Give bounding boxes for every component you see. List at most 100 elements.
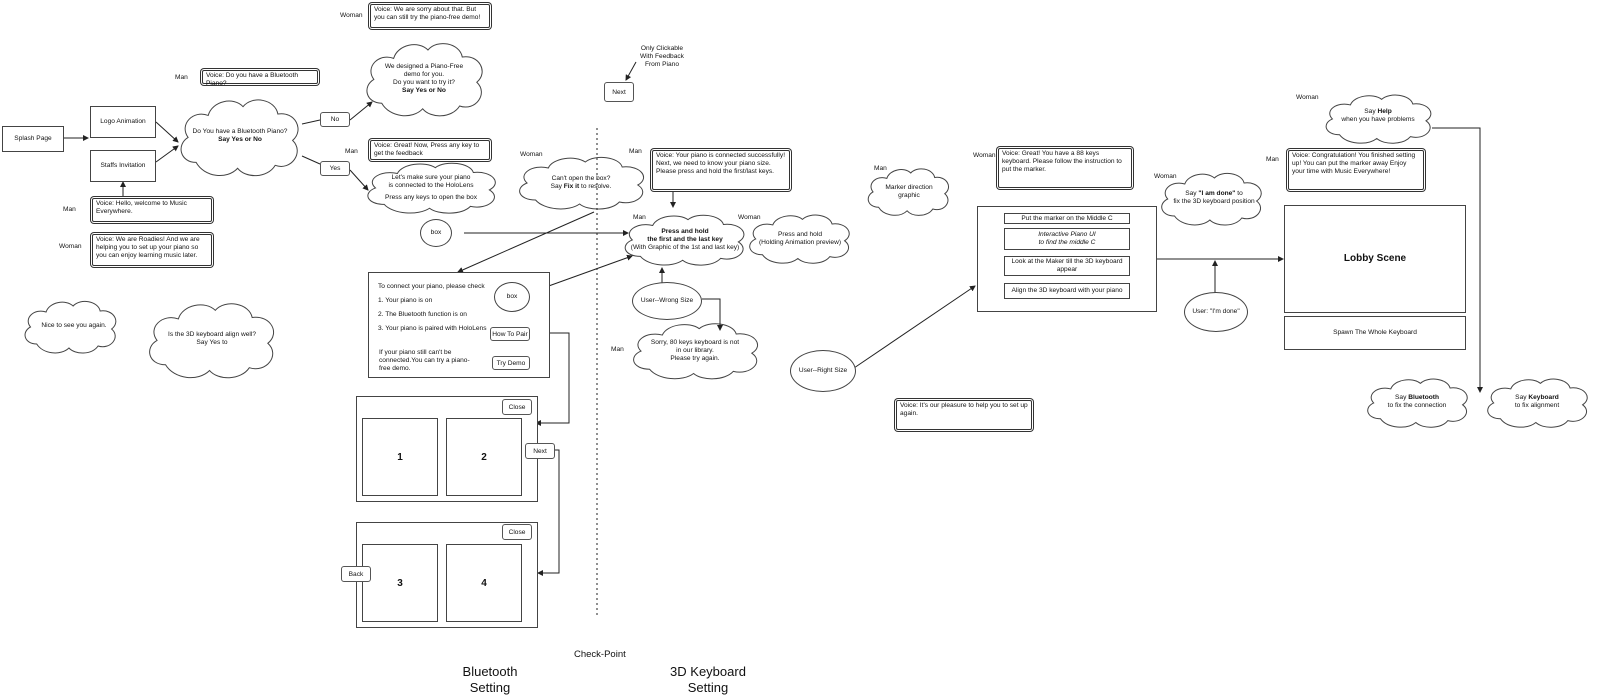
kb-setting-line: 3D Keyboard <box>670 664 746 679</box>
bt-question-line: Do You have a Bluetooth Piano? <box>192 128 288 135</box>
say-done-pre: Say <box>1185 190 1199 197</box>
voice-great-press: Voice: Great! Now, Press any key to get … <box>370 140 490 160</box>
speaker-man: Man <box>345 148 358 155</box>
speaker-man: Man <box>874 165 887 172</box>
step-interactive-line: Interactive Piano UI <box>1038 231 1096 238</box>
voice-hello: Voice: Hello, welcome to Music Everywher… <box>92 198 212 222</box>
speaker-man: Man <box>63 206 76 213</box>
voice-88-keys: Voice: Great! You have a 88 keys keyboar… <box>998 148 1132 188</box>
voice-connected: Voice: Your piano is connected successfu… <box>652 150 790 190</box>
piano-free-line: We designed a Piano-Free <box>384 63 464 70</box>
pair-step-tile: 1 <box>362 418 438 496</box>
speaker-woman: Woman <box>59 243 82 250</box>
close-button[interactable]: Close <box>502 524 532 540</box>
box-node-2: box <box>494 282 530 312</box>
marker-dir-line: graphic <box>898 192 920 199</box>
bt-fix-line: to fix the connection <box>1387 402 1447 409</box>
speaker-man: Man <box>629 148 642 155</box>
step-look-marker: Look at the Maker till the 3D keyboard a… <box>1004 256 1130 276</box>
speaker-man: Man <box>633 214 646 221</box>
make-sure-line: Let's make sure your piano <box>391 174 471 181</box>
press-hold-sub: (With Graphic of the 1st and last key) <box>630 244 740 251</box>
voice-congrats: Voice: Congratulation! You finished sett… <box>1288 150 1424 190</box>
kb-fix-line: to fix alignment <box>1514 402 1560 409</box>
splash-page-node: Splash Page <box>2 126 64 152</box>
kb-fix-bold: Keyboard <box>1528 394 1559 401</box>
wrong-size-node: User--Wrong Size <box>632 282 702 320</box>
spawn-keyboard-node: Spawn The Whole Keyboard <box>1284 316 1466 350</box>
next-top-node: Next <box>604 82 634 102</box>
speaker-man: Man <box>611 346 624 353</box>
only-clickable-line: Only Clickable <box>640 45 684 52</box>
pair-step-tile: 4 <box>446 544 522 622</box>
cant-open-text: Can't open the box?Say Fix it to resolve… <box>522 168 640 198</box>
speaker-man: Man <box>1266 156 1279 163</box>
how-to-pair-button[interactable]: How To Pair <box>490 327 530 341</box>
make-sure-line: is connected to the HoloLens <box>388 182 474 189</box>
pair-step-tile: 3 <box>362 544 438 622</box>
sorry80-line: Please try again. <box>670 355 720 362</box>
step-middle-c: Put the marker on the Middle C <box>1004 213 1130 224</box>
no-node: No <box>320 112 350 127</box>
sorry80-line: in our library. <box>676 347 714 354</box>
say-fix-pre: Say <box>550 183 564 190</box>
connect-panel-item: 3. Your piano is paired with HoloLens <box>378 325 487 332</box>
align-text: Is the 3D keyboard align well?Say Yes to <box>156 326 268 352</box>
speaker-woman: Woman <box>1154 173 1177 180</box>
connect-panel-item: 2. The Bluetooth function is on <box>378 311 467 318</box>
marker-dir-line: Marker direction <box>885 184 933 191</box>
bt-question-bold: Say Yes or No <box>218 136 262 143</box>
say-done-bold: "I am done" <box>1198 190 1236 197</box>
say-done-line: fix the 3D keyboard position <box>1173 198 1255 205</box>
staffs-invitation-node: Staffs Invitation <box>90 150 156 182</box>
speaker-woman: Woman <box>520 151 543 158</box>
hold-anim-line: (Holding Animation preview) <box>758 239 842 246</box>
fix-it-bold: Fix it <box>563 183 580 190</box>
right-size-node: User--Right Size <box>790 350 856 392</box>
step-align: Align the 3D keyboard with your piano <box>1004 283 1130 299</box>
bt-question-text: Do You have a Bluetooth Piano?Say Yes or… <box>188 116 292 156</box>
checkpoint-label: Check-Point <box>574 649 626 660</box>
align-line: Say Yes to <box>196 339 228 346</box>
help-pre: Say <box>1364 108 1378 115</box>
help-bold: Help <box>1377 108 1392 115</box>
press-hold-bold: Press and hold <box>661 228 709 235</box>
cant-open-line: Can't open the box? <box>551 175 611 182</box>
say-done-post: to <box>1235 190 1243 197</box>
try-demo-button[interactable]: Try Demo <box>492 356 530 370</box>
hold-anim-line: Press and hold <box>778 231 822 238</box>
user-done-node: User: "I'm done" <box>1184 292 1248 332</box>
bt-fix-bold: Bluetooth <box>1408 394 1439 401</box>
step-interactive-line: to find the middle C <box>1038 239 1096 246</box>
voice-pleasure: Voice: It's our pleasure to help you to … <box>896 400 1032 430</box>
align-line: Is the 3D keyboard align well? <box>168 331 256 338</box>
voice-roadies: Voice: We are Roadies! And we are helpin… <box>92 234 212 266</box>
back-button[interactable]: Back <box>341 566 371 582</box>
piano-free-line: Do you want to try it? <box>393 79 455 86</box>
connect-panel-note: If your piano still can't be connected.Y… <box>379 349 470 372</box>
next-button[interactable]: Next <box>525 443 555 459</box>
kb-setting-line: Setting <box>687 680 729 695</box>
piano-free-line: demo for you. <box>403 71 445 78</box>
logo-animation-node: Logo Animation <box>90 106 156 138</box>
box-node: box <box>420 219 452 247</box>
press-any-line: Press any keys to open the box <box>384 194 477 201</box>
voice-have-bt: Voice: Do you have a Bluetooth Piano? <box>202 70 318 87</box>
only-clickable-line: With Feedback <box>640 53 684 60</box>
bt-fix-pre: Say <box>1395 394 1409 401</box>
connect-panel-item: 1. Your piano is on <box>378 297 433 304</box>
close-button[interactable]: Close <box>502 399 532 415</box>
say-fix-post: to resolve. <box>579 183 612 190</box>
